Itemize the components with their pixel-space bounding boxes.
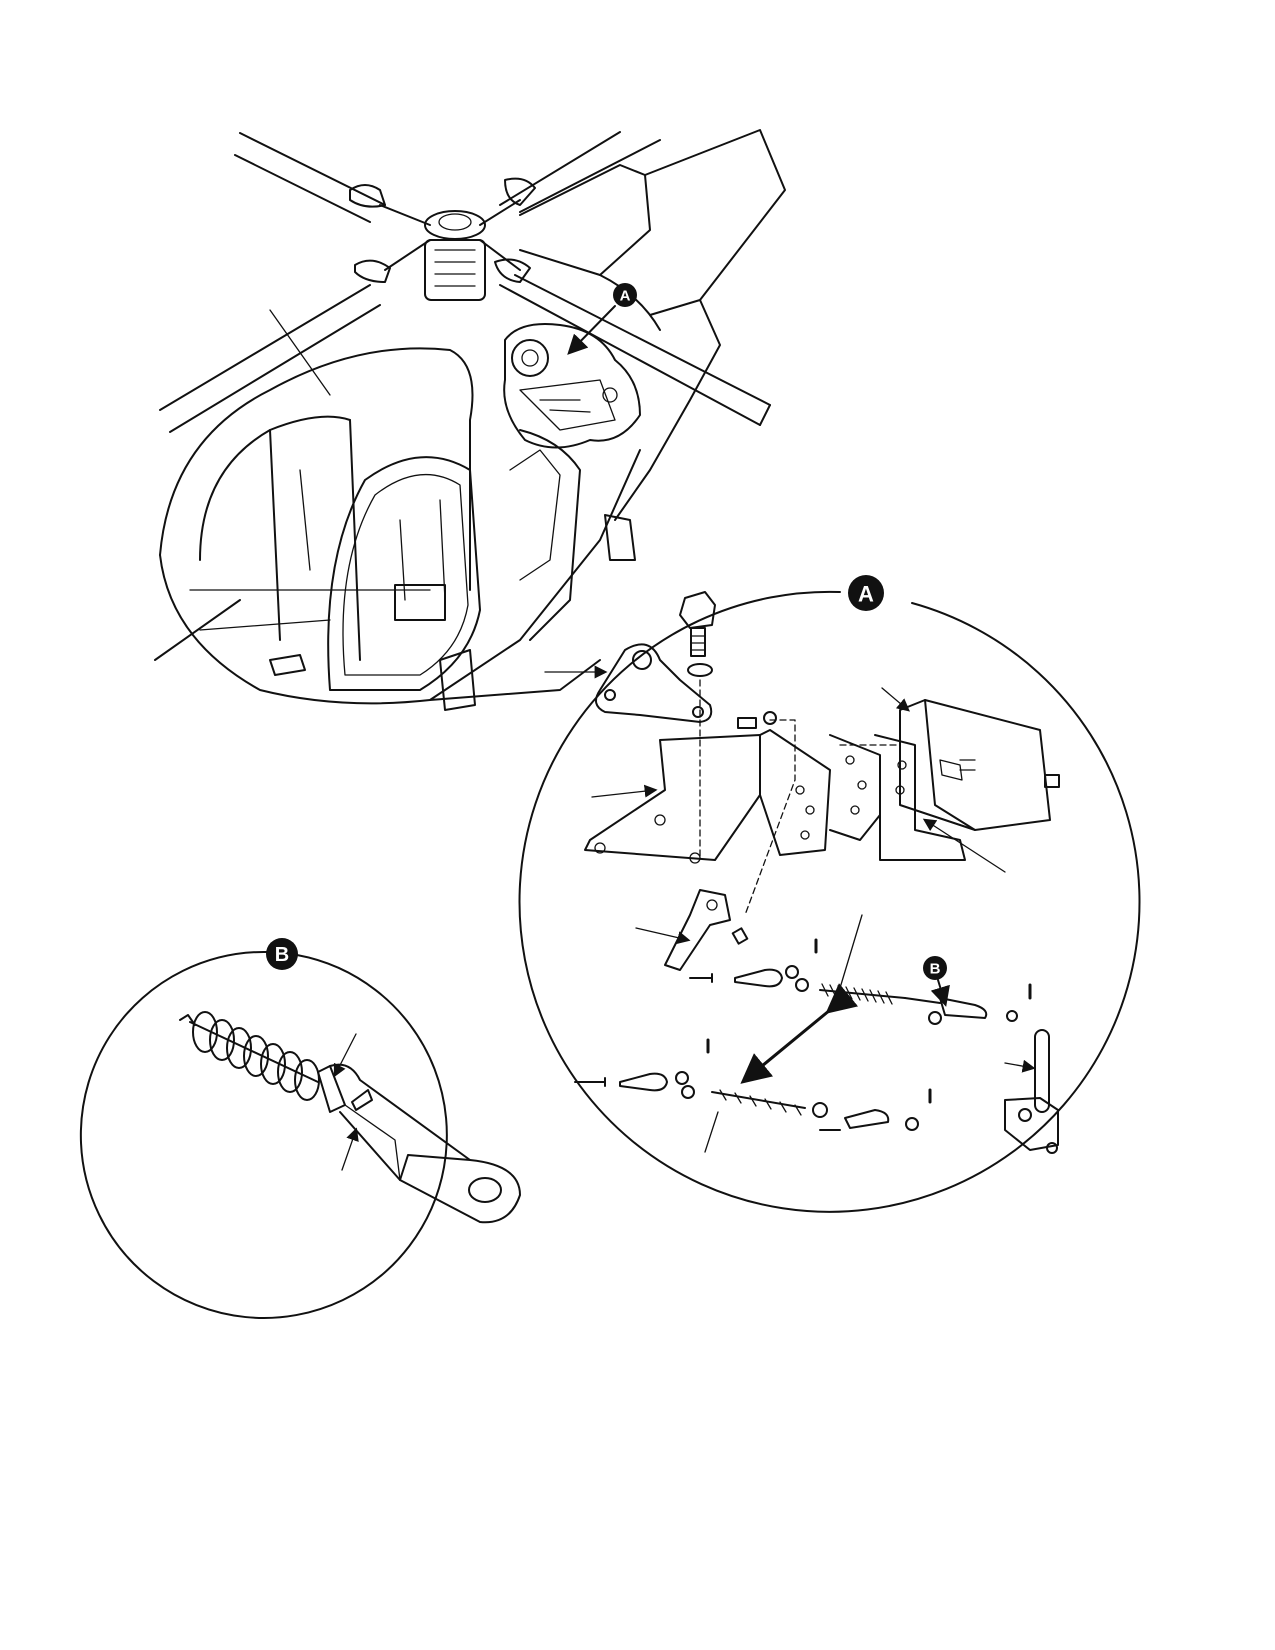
bolt bbox=[679, 591, 716, 657]
rod-end-leader bbox=[333, 1033, 357, 1078]
lever-leader bbox=[1004, 1059, 1036, 1073]
callout-a-large: A bbox=[848, 575, 884, 611]
upper-rod-assembly bbox=[689, 938, 1032, 1025]
bracket-leader bbox=[591, 784, 658, 798]
spacer-bracket bbox=[829, 734, 881, 841]
mounting-plate bbox=[595, 643, 713, 723]
callout-b-small-leader bbox=[930, 979, 950, 1007]
detail-a-border bbox=[518, 590, 1141, 1213]
bellcrank bbox=[664, 889, 731, 971]
setscrew bbox=[731, 927, 749, 945]
support-bracket bbox=[874, 734, 966, 861]
cabin bbox=[154, 347, 641, 705]
detail-a: A bbox=[518, 575, 1141, 1213]
rotor-hub bbox=[349, 177, 536, 301]
washer bbox=[687, 663, 713, 677]
double-arrow bbox=[740, 983, 859, 1084]
callout-a-small-leader bbox=[567, 305, 616, 355]
detail-b: B bbox=[79, 938, 521, 1319]
callout-b-small-label: B bbox=[930, 961, 941, 978]
callout-b-small: B bbox=[923, 956, 947, 980]
alignment-lines bbox=[699, 679, 901, 916]
detail-a-location bbox=[503, 323, 641, 449]
callout-a-large-label: A bbox=[858, 582, 874, 607]
helicopter-overview: A bbox=[154, 129, 786, 711]
callout-b-large-label: B bbox=[275, 944, 289, 966]
rod-end bbox=[317, 1063, 521, 1224]
actuator-box bbox=[899, 699, 1060, 831]
output-lever bbox=[1004, 1029, 1059, 1154]
support-leader bbox=[922, 818, 1006, 873]
skid-struts bbox=[269, 514, 636, 711]
callout-a-small-label: A bbox=[620, 288, 631, 305]
spring bbox=[179, 1011, 320, 1101]
screw bbox=[737, 711, 777, 729]
spring-rod-leader bbox=[839, 914, 863, 989]
actuator-leader bbox=[881, 687, 910, 712]
rotor-blades bbox=[159, 131, 771, 433]
lower-rod-assembly bbox=[574, 1038, 932, 1131]
threaded-rod-leader bbox=[704, 1111, 719, 1153]
slot-leader bbox=[341, 1127, 359, 1171]
main-bracket bbox=[584, 729, 831, 864]
canopy-leader bbox=[269, 309, 331, 396]
bellcrank-leader bbox=[635, 927, 691, 944]
callout-a-small: A bbox=[613, 283, 637, 307]
detail-b-border bbox=[79, 950, 448, 1319]
fuselage-upper bbox=[519, 129, 786, 521]
callout-b-large: B bbox=[266, 938, 298, 970]
